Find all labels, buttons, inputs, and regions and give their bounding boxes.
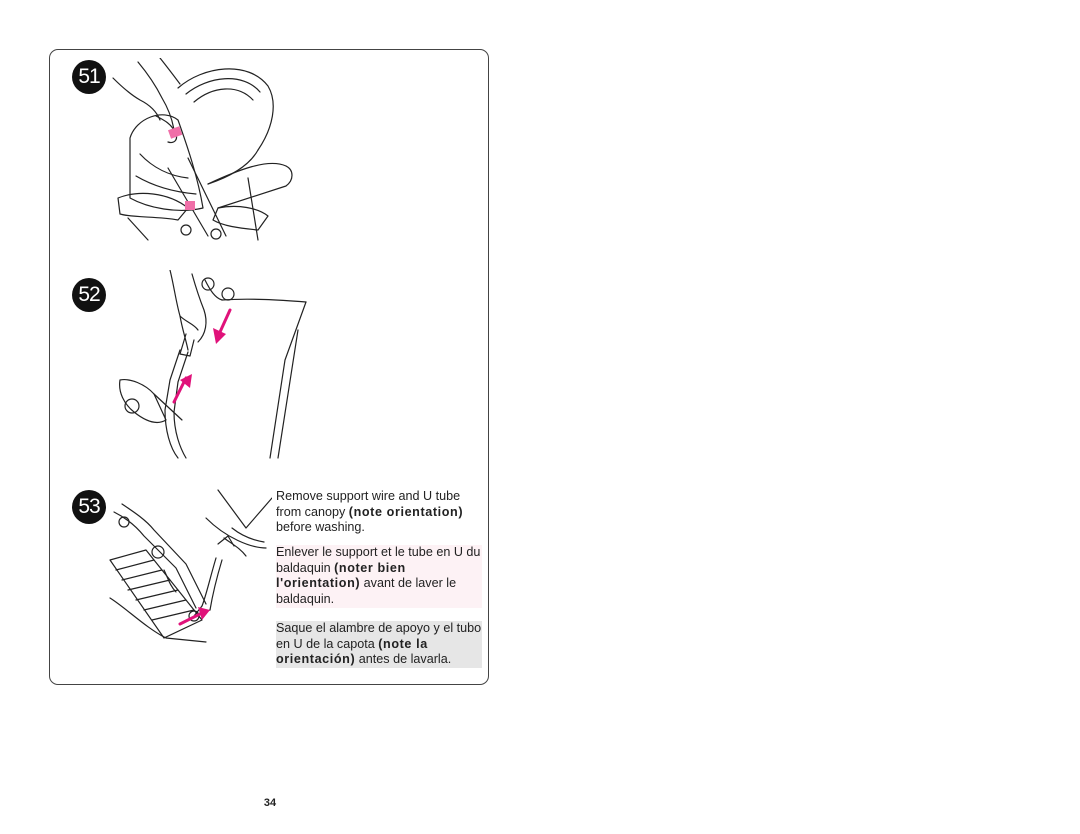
canopy-removal-illustration [112,58,293,241]
spanish-text-bold: (note la orientación) [276,636,428,667]
step-number-51: 51 [72,60,106,94]
french-text-post: avant de laver le baldaquin. [276,576,457,606]
english-text-pre: Remove support wire and U tube from cano… [276,489,461,519]
page-number: 34 [263,797,277,809]
instruction-french: Enlever le support et le tube en U du ba… [276,545,482,609]
french-text-pre: Enlever le support et le tube en U du ba… [276,545,481,575]
instruction-panel [49,49,489,685]
english-text-bold: (note orientation) [348,504,464,519]
spanish-text-pre: Saque el alambre de apoyo y el tubo en U… [276,621,482,651]
instruction-english: Remove support wire and U tube from cano… [276,489,482,536]
spanish-text-post: antes de lavarla. [355,652,452,667]
french-text-bold: (noter bien l'orientation) [276,560,406,591]
english-text-post: before washing. [276,520,365,535]
instruction-spanish: Saque el alambre de apoyo y el tubo en U… [276,621,482,668]
support-wire-illustration [119,270,307,459]
step-number-52: 52 [72,278,106,312]
u-tube-removal-illustration [109,489,272,643]
step-number-53: 53 [72,490,106,524]
